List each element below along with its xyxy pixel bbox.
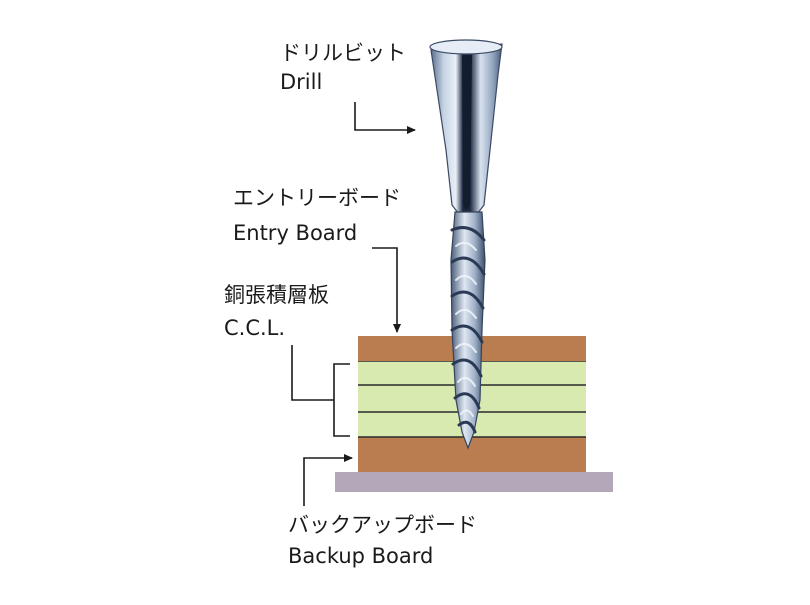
drill-callout-arrow <box>354 102 416 134</box>
drill-top-face <box>429 39 503 55</box>
backup-board-label-ja: バックアップボード <box>288 513 477 537</box>
backup-board-label-en: Backup Board <box>288 544 433 568</box>
ccl-label-en: C.C.L. <box>224 316 285 340</box>
ccl-bracket <box>333 363 350 437</box>
base-plate <box>335 472 613 492</box>
ccl-callout-bracket <box>291 345 334 401</box>
entry-board-label-en: Entry Board <box>233 221 357 245</box>
backup-board-layer <box>358 437 586 472</box>
drill-label-en: Drill <box>280 70 322 94</box>
entry-board-label-ja: エントリーボード <box>233 186 401 210</box>
entry-board-callout-arrow <box>372 247 401 333</box>
backup-board-callout-arrow <box>303 454 353 506</box>
drill-bit <box>429 39 503 450</box>
drill-flutes <box>450 211 486 450</box>
ccl-label-ja: 銅張積層板 <box>224 283 329 307</box>
drill-label-ja: ドリルビット <box>280 41 406 65</box>
